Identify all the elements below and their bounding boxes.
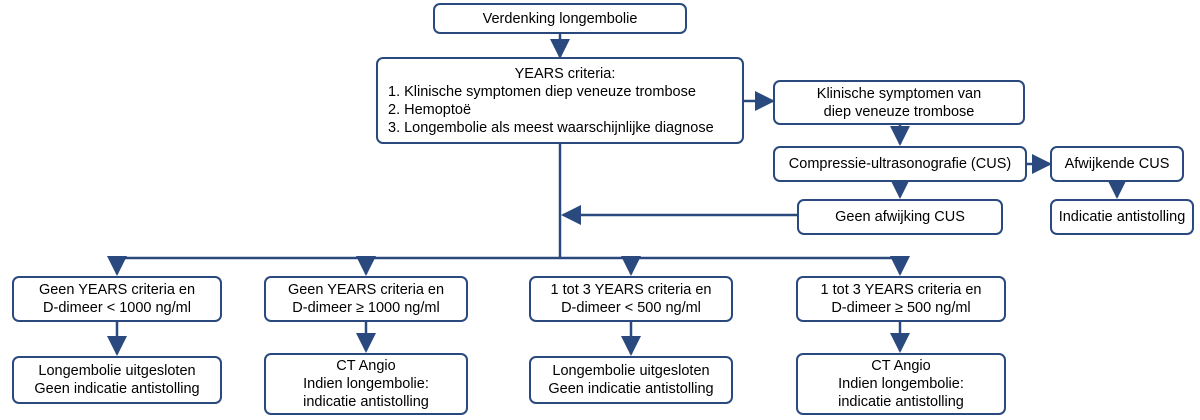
branch-2-criteria-line-1: Geen YEARS criteria en	[287, 282, 445, 298]
node-cus-abnormal: Afwijkende CUS	[1050, 146, 1184, 182]
branch-1-outcome-line-2: Geen indicatie antistolling	[34, 381, 200, 397]
node-years-criteria: YEARS criteria: 1. Klinische symptomen d…	[376, 57, 744, 144]
branch-1-criteria-line-2: D-dimeer < 1000 ng/ml	[43, 300, 191, 316]
node-suspicion-label: Verdenking longembolie	[482, 10, 638, 27]
branch-2-criteria-line-2: D-dimeer ≥ 1000 ng/ml	[292, 300, 440, 316]
node-branch-1-criteria: Geen YEARS criteria en D-dimeer < 1000 n…	[12, 276, 222, 322]
node-branch-1-outcome: Longembolie uitgesloten Geen indicatie a…	[12, 356, 222, 404]
node-branch-4-criteria: 1 tot 3 YEARS criteria en D-dimeer ≥ 500…	[796, 276, 1006, 322]
node-branch-3-criteria: 1 tot 3 YEARS criteria en D-dimeer < 500…	[529, 276, 733, 322]
dvt-line-1: Klinische symptomen van	[816, 85, 982, 102]
node-dvt-symptoms: Klinische symptomen van diep veneuze tro…	[773, 80, 1025, 125]
branch-1-criteria-line-1: Geen YEARS criteria en	[38, 282, 196, 298]
cus-abnormal-label: Afwijkende CUS	[1064, 156, 1170, 172]
node-cus-normal: Geen afwijking CUS	[797, 199, 1003, 235]
branch-3-outcome-line-2: Geen indicatie antistolling	[548, 381, 714, 397]
years-title: YEARS criteria:	[514, 65, 616, 82]
node-cus: Compressie-ultrasonografie (CUS)	[773, 146, 1027, 182]
branch-3-outcome-line-1: Longembolie uitgesloten	[552, 363, 710, 379]
node-anticoag-indication: Indicatie antistolling	[1050, 199, 1194, 235]
branch-3-criteria-line-1: 1 tot 3 YEARS criteria en	[550, 282, 712, 298]
node-branch-2-outcome: CT Angio Indien longembolie: indicatie a…	[264, 353, 468, 415]
branch-4-outcome-line-3: indicatie antistolling	[838, 394, 964, 410]
branch-4-criteria-line-1: 1 tot 3 YEARS criteria en	[820, 282, 982, 298]
node-suspicion: Verdenking longembolie	[433, 3, 687, 34]
branch-2-outcome-line-1: CT Angio	[336, 358, 396, 374]
anticoag-indication-label: Indicatie antistolling	[1058, 209, 1186, 225]
node-branch-3-outcome: Longembolie uitgesloten Geen indicatie a…	[529, 356, 733, 404]
cus-normal-label: Geen afwijking CUS	[835, 209, 965, 225]
years-item-1: 1. Klinische symptomen diep veneuze trom…	[388, 83, 696, 100]
branch-3-criteria-line-2: D-dimeer < 500 ng/ml	[561, 300, 701, 316]
node-branch-2-criteria: Geen YEARS criteria en D-dimeer ≥ 1000 n…	[264, 276, 468, 322]
branch-4-outcome-line-2: Indien longembolie:	[838, 376, 964, 392]
branch-2-outcome-line-2: Indien longembolie:	[303, 376, 429, 392]
cus-label: Compressie-ultrasonografie (CUS)	[788, 156, 1012, 172]
branch-4-outcome-line-1: CT Angio	[871, 358, 931, 374]
branch-2-outcome-line-3: indicatie antistolling	[303, 394, 429, 410]
node-branch-4-outcome: CT Angio Indien longembolie: indicatie a…	[796, 353, 1006, 415]
years-item-2: 2. Hemoptoë	[388, 101, 472, 118]
years-item-3: 3. Longembolie als meest waarschijnlijke…	[388, 119, 714, 136]
branch-1-outcome-line-1: Longembolie uitgesloten	[38, 363, 196, 379]
branch-4-criteria-line-2: D-dimeer ≥ 500 ng/ml	[831, 300, 971, 316]
dvt-line-2: diep veneuze trombose	[823, 103, 975, 120]
